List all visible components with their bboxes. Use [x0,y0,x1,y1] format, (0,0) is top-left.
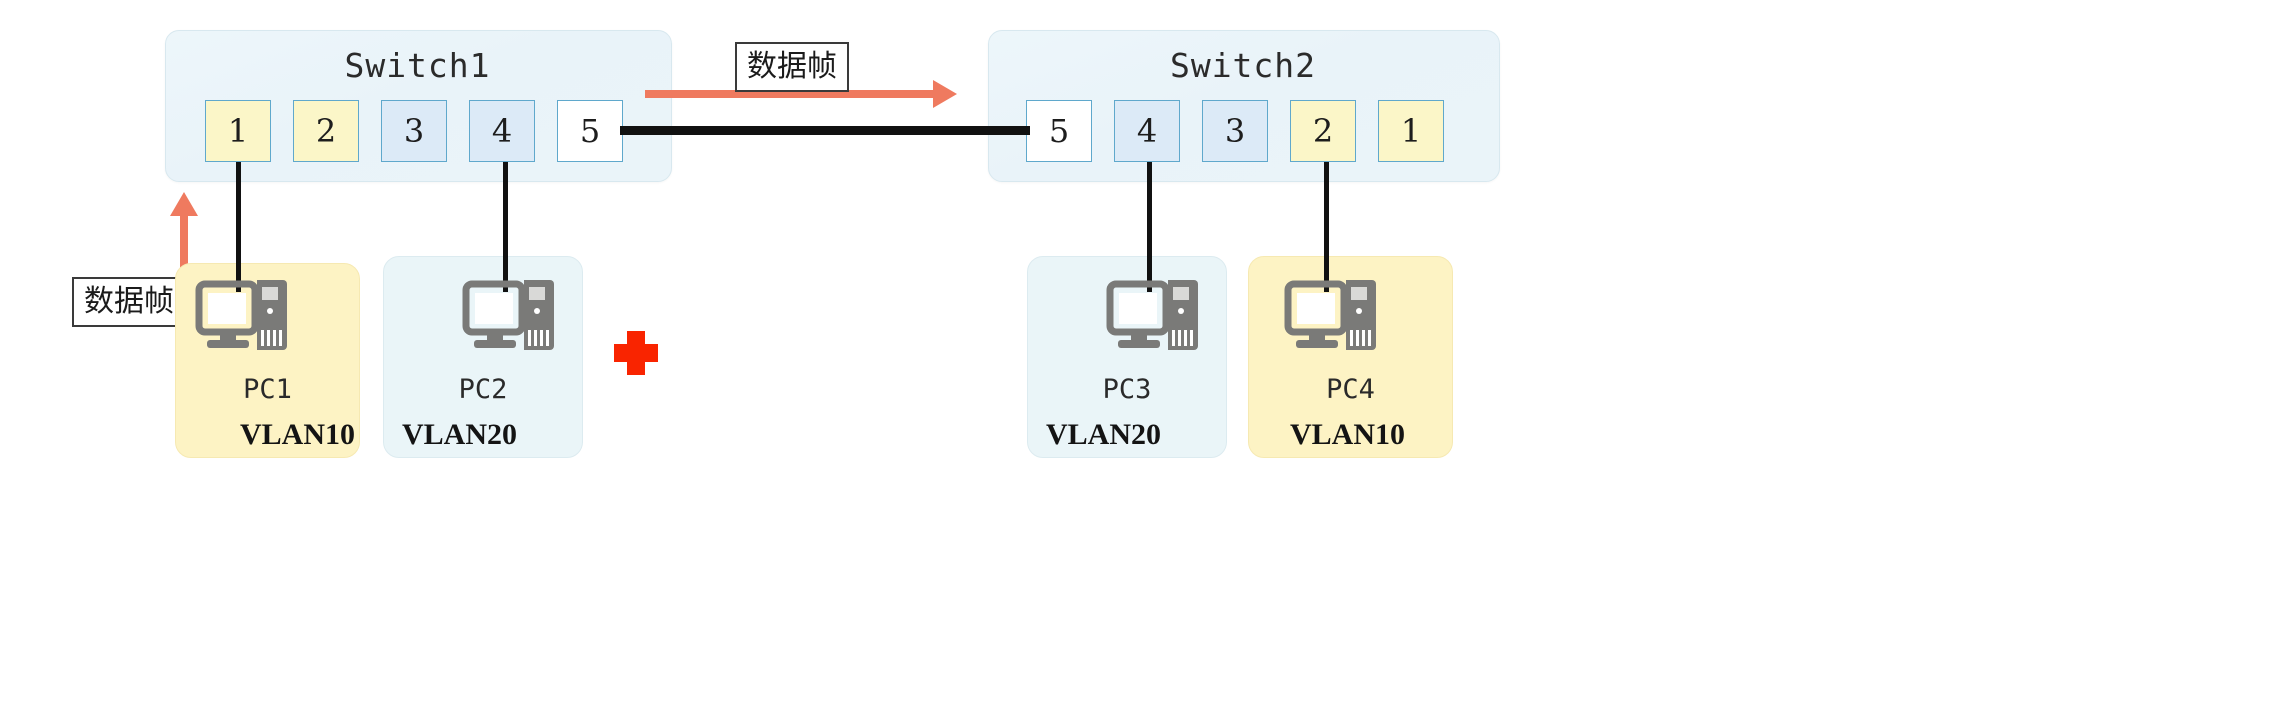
source-frame-label: 数据帧 [72,277,186,327]
switch2-port-1[interactable]: 1 [1378,100,1444,162]
pc3-label: PC3 [1102,374,1152,405]
pc4-vlan-tag: VLAN10 [1290,418,1406,451]
pc3-uplink-wire [1147,162,1152,292]
pc2-uplink-wire [503,162,508,292]
source-flow-arrow-head [170,192,198,216]
pc4-uplink-wire [1324,162,1329,292]
switch1-title: Switch1 [344,46,491,85]
switch2-port-2[interactable]: 2 [1290,100,1356,162]
switch2-port-3[interactable]: 3 [1202,100,1268,162]
switch2-port-5[interactable]: 5 [1026,100,1092,162]
pc2-label: PC2 [458,374,508,405]
pc3-computer-icon [1106,278,1206,362]
trunk-flow-arrow-shaft [645,90,935,98]
pc4-computer-icon [1284,278,1384,362]
pc1-label: PC1 [243,374,292,405]
pc3-vlan-tag: VLAN20 [1046,418,1162,451]
pc2-computer-icon [462,278,562,362]
trunk-link-line [620,126,1030,135]
switch2-title: Switch2 [1169,46,1317,85]
pc1-vlan-tag: VLAN10 [240,418,356,451]
trunk-flow-arrow-head [933,80,957,108]
switch1-port-5[interactable]: 5 [557,100,623,162]
pc2-vlan-tag: VLAN20 [402,418,518,451]
switch1-port-3[interactable]: 3 [381,100,447,162]
switch1-port-4[interactable]: 4 [469,100,535,162]
pc1-uplink-wire [236,162,241,292]
switch2-port-4[interactable]: 4 [1114,100,1180,162]
switch1-port-1[interactable]: 1 [205,100,271,162]
pc1-computer-icon [195,278,295,362]
switch1-port-2[interactable]: 2 [293,100,359,162]
pc1-panel[interactable] [175,263,360,458]
trunk-frame-label: 数据帧 [735,42,849,92]
pc4-label: PC4 [1326,374,1375,405]
blocked-marker-icon [614,331,658,375]
